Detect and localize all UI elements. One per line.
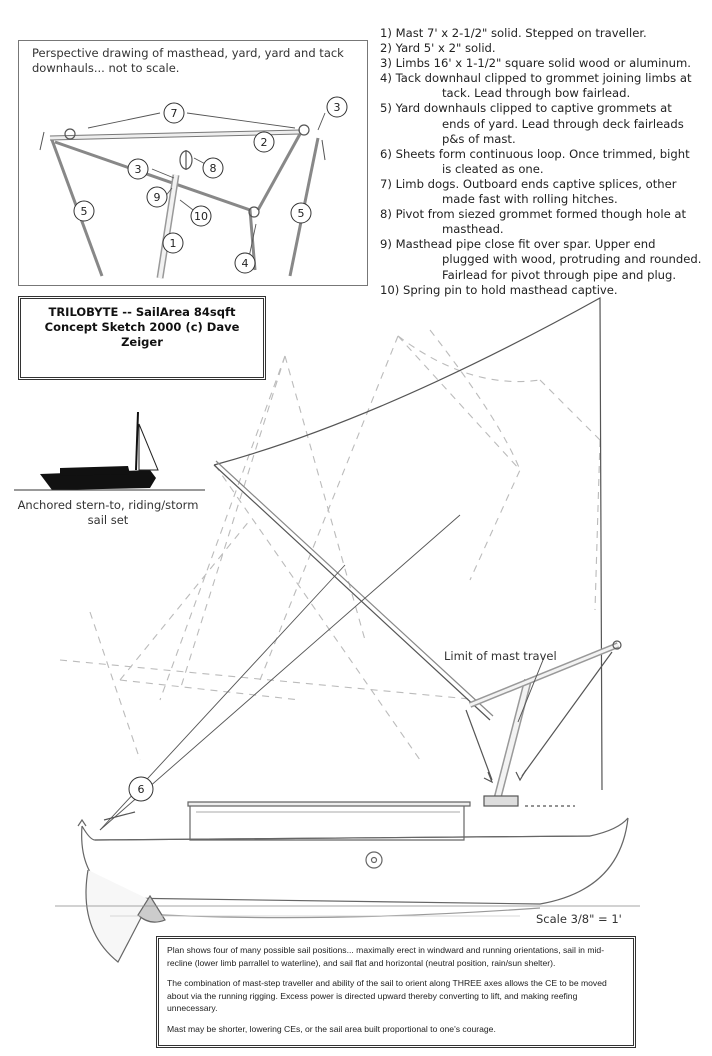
mast-travel-label: Limit of mast travel: [444, 649, 557, 663]
title-box: TRILOBYTE -- SailArea 84sqft Concept Ske…: [18, 296, 266, 380]
inset-caption: Perspective drawing of masthead, yard, y…: [32, 46, 344, 75]
plan-notes-box: Plan shows four of many possible sail po…: [156, 936, 636, 1048]
callout-1: 1: [170, 237, 177, 250]
scale-label: Scale 3/8" = 1': [536, 912, 622, 926]
note-2: 2) Yard 5' x 2" solid.: [380, 41, 496, 56]
note-7: 7) Limb dogs. Outboard ends captive spli…: [380, 176, 677, 207]
plan-note-3: Mast may be shorter, lowering CEs, or th…: [167, 1023, 496, 1034]
note-8: 8) Pivot from siezed grommet formed thou…: [380, 207, 687, 237]
callout-5a: 5: [81, 205, 88, 218]
hull: [55, 801, 640, 963]
callout-3a: 3: [334, 101, 341, 114]
note-5: 5) Yard downhauls clipped to captive gro…: [380, 101, 710, 146]
perspective-inset-frame: [18, 40, 368, 286]
note-4: 4) Tack downhaul clipped to grommet join…: [380, 71, 692, 101]
inset-callouts: [73, 96, 348, 274]
callout-6-number: 6: [138, 783, 145, 796]
note-1: 1) Mast 7' x 2-1/2" solid. Stepped on tr…: [380, 26, 647, 40]
inset-callout-numbers: 7 3 2 8 3 9 10 5 5 1 4: [81, 101, 341, 270]
callout-10: 10: [194, 210, 208, 223]
note-5-cont: ends of yard. Lead through deck fairlead…: [442, 116, 684, 146]
note-9-cont: plugged with wood, protruding and rounde…: [442, 252, 702, 282]
anchored-boat-caption: Anchored stern-to, riding/storm sail set: [17, 498, 199, 527]
note-6: 6) Sheets form continuous loop. Once tri…: [380, 146, 690, 176]
callout-6-marker: 6: [128, 776, 154, 802]
note-9: 9) Masthead pipe close fit over spar. Up…: [380, 237, 710, 282]
alternate-sail-positions: [59, 329, 601, 761]
callout-9: 9: [154, 191, 161, 204]
note-3: 3) Limbs 16' x 1-1/2" square solid wood …: [380, 56, 691, 71]
callout-8: 8: [210, 162, 217, 175]
plan-note-2: The combination of mast-step traveller a…: [167, 978, 607, 1014]
note-10: 10) Spring pin to hold masthead captive.: [380, 282, 618, 297]
callout-2: 2: [261, 136, 268, 149]
parts-notes-list: 1) Mast 7' x 2-1/2" solid. Stepped on tr…: [380, 26, 710, 298]
callout-4: 4: [242, 257, 249, 270]
title-line-2: Concept Sketch 2000 (c) Dave Zeiger: [44, 320, 240, 349]
main-sail: [99, 296, 622, 831]
callout-3b: 3: [135, 163, 142, 176]
callout-5b: 5: [298, 207, 305, 220]
callout-7: 7: [171, 107, 178, 120]
plan-note-1: Plan shows four of many possible sail po…: [167, 945, 605, 968]
anchored-boat-silhouette: [14, 411, 205, 491]
title-line-1: TRILOBYTE -- SailArea 84sqft: [48, 305, 236, 319]
